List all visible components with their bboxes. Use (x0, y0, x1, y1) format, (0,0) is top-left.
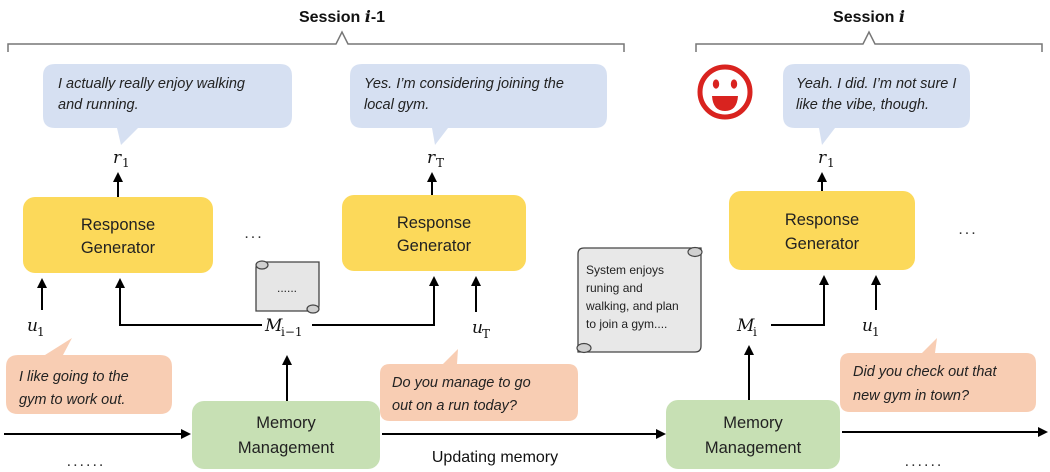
svg-text:1: 1 (37, 325, 45, 339)
arrow-mem-to-gen2 (312, 276, 439, 326)
rT-label: r T (427, 148, 444, 170)
ellipsis-between-turns: ... (244, 225, 263, 242)
bubble-line: gym to work out. (19, 392, 125, 408)
system-bubble-1: I actually really enjoy walking and runn… (43, 64, 292, 145)
scroll-dots: ...... (277, 281, 297, 295)
svg-text:T: T (436, 156, 444, 170)
uT-label: u T (472, 318, 490, 341)
smiley-face-icon (697, 64, 753, 120)
bubble-line: I actually really enjoy walking (58, 76, 245, 92)
bubble-line: out on a run today? (392, 398, 518, 414)
r1-label-a: r 1 (113, 148, 130, 170)
bubble-line: Yeah. I did. I’m not sure I (796, 76, 956, 92)
response-generator-2: Response Generator (342, 195, 526, 271)
box-label: Management (238, 439, 335, 457)
ellipsis-after-timeline: ...... (905, 453, 944, 470)
session-prev-brace (7, 30, 625, 52)
ellipsis-after-turn: ... (958, 221, 977, 238)
memory-note-scroll: System enjoys runing and walking, and pl… (576, 246, 703, 354)
user-bubble-1: I like going to the gym to work out. (6, 338, 172, 414)
system-bubble-3: Yeah. I did. I’m not sure I like the vib… (783, 64, 970, 145)
r1-label-b: r 1 (818, 148, 835, 170)
svg-text:i−1: i−1 (281, 325, 303, 339)
bubble-line: Do you manage to go (392, 375, 531, 391)
bubble-line: I like going to the (19, 369, 129, 385)
svg-text:u: u (862, 316, 873, 336)
bubble-line: Did you check out that (853, 364, 997, 380)
box-label: Memory (256, 414, 316, 432)
memory-note-line: to join a gym.... (586, 317, 667, 331)
arrow-mem-to-gen1 (115, 278, 262, 326)
svg-text:1: 1 (872, 325, 880, 339)
M-i-label: M i (736, 316, 757, 339)
memory-management-1: Memory Management (192, 401, 380, 469)
svg-text:M: M (264, 316, 283, 336)
svg-text:1: 1 (122, 156, 130, 170)
box-label: Generator (81, 239, 156, 257)
user-bubble-3: Did you check out that new gym in town? (840, 338, 1036, 412)
svg-text:u: u (472, 318, 483, 338)
response-generator-3: Response Generator (729, 191, 915, 270)
box-label: Response (81, 216, 155, 234)
svg-text:1: 1 (827, 156, 835, 170)
scroll-memory-icon: ...... (255, 260, 320, 314)
u1-label-b: u 1 (862, 316, 880, 339)
u1-label-a: u 1 (27, 316, 45, 339)
svg-text:r: r (113, 148, 122, 168)
svg-text:u: u (27, 316, 38, 336)
memory-management-2: Memory Management (666, 400, 840, 469)
session-curr-title: Session i (833, 7, 905, 26)
updating-memory-label: Updating memory (432, 449, 558, 466)
bubble-line: like the vibe, though. (796, 97, 929, 113)
svg-text:r: r (427, 148, 436, 168)
svg-text:T: T (482, 327, 490, 341)
user-bubble-2: Do you manage to go out on a run today? (380, 349, 578, 421)
bubble-line: and running. (58, 97, 139, 113)
session-prev-title: Session i-1 (299, 7, 385, 26)
box-label: Management (705, 439, 802, 457)
box-label: Response (397, 214, 471, 232)
memory-note-line: System enjoys (586, 263, 664, 277)
bubble-line: new gym in town? (853, 388, 970, 404)
M-i-1-label: M i−1 (264, 316, 303, 339)
memory-note-line: runing and (586, 281, 643, 295)
svg-text:r: r (818, 148, 827, 168)
box-label: Generator (397, 237, 472, 255)
bubble-line: local gym. (364, 97, 429, 113)
arrow-memi-to-gen3 (771, 275, 829, 326)
box-label: Generator (785, 235, 860, 253)
system-bubble-2: Yes. I’m considering joining the local g… (350, 64, 607, 145)
svg-text:i: i (753, 325, 757, 339)
memory-note-line: walking, and plan (585, 299, 679, 313)
svg-text:M: M (736, 316, 755, 336)
response-generator-1: Response Generator (23, 197, 213, 273)
box-label: Response (785, 211, 859, 229)
box-label: Memory (723, 414, 783, 432)
session-curr-brace (695, 30, 1043, 52)
ellipsis-before-timeline: ...... (67, 453, 106, 470)
bubble-line: Yes. I’m considering joining the (364, 76, 564, 92)
